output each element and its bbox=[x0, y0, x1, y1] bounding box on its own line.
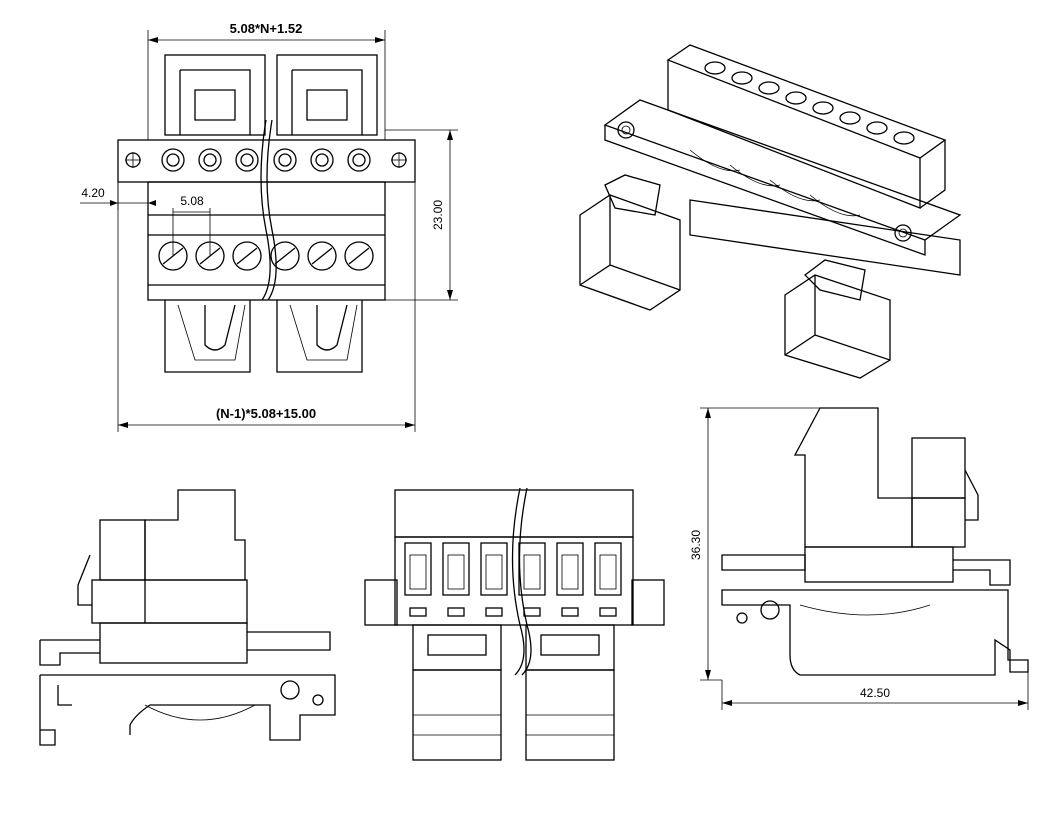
dim-flange-offset: 4.20 bbox=[81, 186, 105, 200]
dim-pitch: 5.08 bbox=[180, 194, 204, 208]
right-side-view: 36.30 42.50 bbox=[689, 407, 1029, 710]
dim-height-front: 23.00 bbox=[431, 200, 445, 230]
dim-depth-side: 42.50 bbox=[860, 686, 890, 700]
front-view bbox=[364, 487, 665, 761]
isometric-view bbox=[579, 44, 962, 379]
left-side-view bbox=[39, 489, 336, 746]
top-view: 5.08*N+1.52 bbox=[80, 21, 458, 432]
dim-bottom-width: (N-1)*5.08+15.00 bbox=[216, 406, 316, 421]
dim-top-width: 5.08*N+1.52 bbox=[230, 21, 303, 36]
dim-height-side: 36.30 bbox=[689, 530, 703, 560]
